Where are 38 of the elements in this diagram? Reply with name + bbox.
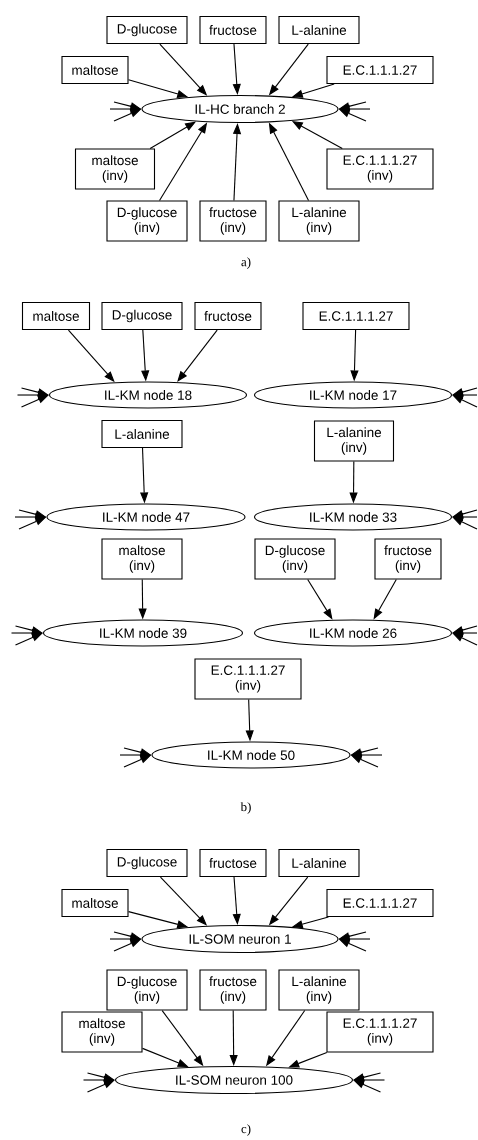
- feature-box: fructose: [194, 301, 262, 331]
- feature-box: D-glucose (inv): [254, 538, 336, 580]
- panel-label: b): [240, 802, 251, 814]
- arrow: [452, 633, 478, 646]
- feature-box: maltose: [21, 301, 91, 331]
- panel-label: a): [241, 257, 251, 269]
- feature-box: L-alanine: [101, 419, 183, 449]
- feature-box: maltose (inv): [74, 148, 156, 190]
- arrow: [177, 329, 218, 382]
- feature-box: E.C.1.1.1.27 (inv): [326, 148, 434, 190]
- feature-box: D-glucose: [106, 848, 188, 878]
- feature-box: L-alanine: [278, 848, 360, 878]
- feature-box: L-alanine: [278, 15, 360, 45]
- feature-box: D-glucose: [101, 301, 183, 331]
- feature-box: fructose (inv): [199, 969, 267, 1011]
- panel-label: c): [241, 1124, 251, 1136]
- feature-box: L-alanine (inv): [278, 200, 360, 242]
- arrow: [452, 395, 478, 408]
- feature-box: maltose: [61, 55, 129, 85]
- feature-box: fructose: [199, 15, 267, 45]
- feature-box: fructose: [199, 848, 267, 878]
- feature-box: L-alanine (inv): [313, 420, 395, 462]
- feature-box: fructose (inv): [374, 538, 442, 580]
- arrow: [452, 517, 478, 530]
- feature-box: maltose (inv): [101, 538, 183, 580]
- feature-box: L-alanine (inv): [278, 969, 360, 1011]
- feature-box: D-glucose (inv): [106, 200, 188, 242]
- feature-box: E.C.1.1.1.27: [326, 888, 434, 918]
- feature-box: D-glucose (inv): [106, 969, 188, 1011]
- feature-box: E.C.1.1.1.27: [302, 301, 410, 331]
- arrow: [353, 1080, 382, 1093]
- feature-box: maltose: [61, 888, 129, 918]
- feature-box: D-glucose: [106, 15, 188, 45]
- feature-box: E.C.1.1.1.27: [326, 55, 434, 85]
- feature-box: E.C.1.1.1.27 (inv): [194, 658, 302, 700]
- feature-box: E.C.1.1.1.27 (inv): [326, 1011, 434, 1053]
- feature-box: fructose (inv): [199, 200, 267, 242]
- feature-box: maltose (inv): [61, 1011, 143, 1053]
